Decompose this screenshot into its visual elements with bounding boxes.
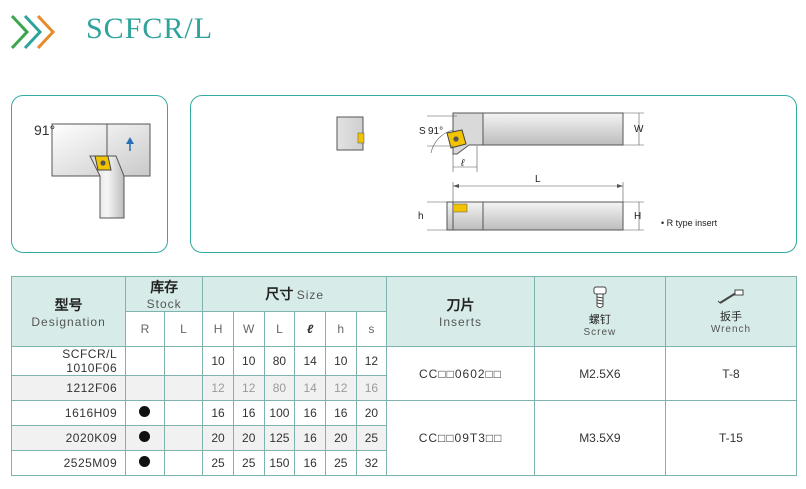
size-cell: 80 xyxy=(263,375,296,401)
table-row: 1616H09 16 16 100 16 16 20 CC□□09T3□□ M3… xyxy=(10,400,798,476)
size-cell: 16 xyxy=(355,375,388,401)
size-cell: 20 xyxy=(324,425,357,451)
size-cell: 16 xyxy=(294,400,326,426)
in-stock-dot-icon xyxy=(139,431,151,442)
size-cell: 25 xyxy=(232,450,265,476)
size-cell: 16 xyxy=(294,425,326,451)
stock-r-cell xyxy=(125,450,165,476)
size-col-header: h xyxy=(324,311,357,347)
stock-l-header: L xyxy=(163,311,204,347)
designation-header: 型号 Designation xyxy=(10,276,127,347)
dimension-s-label: S xyxy=(419,126,426,137)
insert-cell: CC□□0602□□ xyxy=(386,346,535,401)
stock-l-cell xyxy=(163,400,204,426)
size-cell: 25 xyxy=(324,450,357,476)
size-cell: 10 xyxy=(232,346,265,376)
designation-cell: 1616H09 xyxy=(10,400,127,426)
dimension-l-small-label: ℓ xyxy=(461,158,465,169)
size-cell: 12 xyxy=(324,375,357,401)
size-cell: 16 xyxy=(294,450,326,476)
approach-angle-panel: 91° xyxy=(11,95,168,253)
size-header: 尺寸 Size xyxy=(202,276,388,312)
dimension-drawing xyxy=(336,112,644,231)
stock-l-cell xyxy=(163,450,204,476)
designation-cell: 2525M09 xyxy=(10,450,127,476)
dimension-angle-label: 91° xyxy=(428,126,444,137)
wrench-cell: T-15 xyxy=(664,400,798,476)
size-cell: 20 xyxy=(202,425,234,451)
size-cell: 14 xyxy=(294,346,326,376)
size-cell: 25 xyxy=(355,425,388,451)
stock-r-cell xyxy=(125,425,165,451)
designation-cell: 2020K09 xyxy=(10,425,127,451)
designation-cell: SCFCR/L 1010F06 xyxy=(10,346,127,376)
dimension-drawing-panel: S 91° ℓ W L h H • R type insert xyxy=(190,95,797,253)
size-cell: 10 xyxy=(202,346,234,376)
page-title: SCFCR/L xyxy=(86,12,214,45)
stock-l-cell xyxy=(163,425,204,451)
size-cell: 150 xyxy=(263,450,296,476)
size-cell: 12 xyxy=(355,346,388,376)
stock-l-cell xyxy=(163,375,204,401)
screw-cell: M2.5X6 xyxy=(533,346,666,401)
size-cell: 12 xyxy=(202,375,234,401)
in-stock-dot-icon xyxy=(139,406,151,417)
size-cell: 20 xyxy=(355,400,388,426)
insert-cell: CC□□09T3□□ xyxy=(386,400,535,476)
size-cell: 100 xyxy=(263,400,296,426)
screw-cell: M3.5X9 xyxy=(533,400,666,476)
size-cell: 14 xyxy=(294,375,326,401)
stock-r-cell xyxy=(125,400,165,426)
dimension-h-label: h xyxy=(418,211,424,222)
stock-header: 库存 Stock xyxy=(125,276,204,312)
stock-r-cell xyxy=(125,346,165,376)
size-col-header: H xyxy=(202,311,234,347)
size-cell: 125 xyxy=(263,425,296,451)
size-cell: 32 xyxy=(355,450,388,476)
size-col-header: ℓ xyxy=(294,311,326,347)
in-stock-dot-icon xyxy=(139,456,151,467)
screw-header: 螺钉 Screw xyxy=(533,276,666,347)
approach-angle-label: 91° xyxy=(34,122,56,138)
stock-l-cell xyxy=(163,346,204,376)
size-cell: 16 xyxy=(232,400,265,426)
r-type-note: • R type insert xyxy=(661,218,718,228)
stock-r-cell xyxy=(125,375,165,401)
size-cell: 12 xyxy=(232,375,265,401)
size-cell: 16 xyxy=(202,400,234,426)
chevron-logo-icon xyxy=(10,14,56,50)
inserts-header: 刀片 Inserts xyxy=(386,276,535,347)
size-col-header: W xyxy=(232,311,265,347)
wrench-cell: T-8 xyxy=(664,346,798,401)
wrench-header: 扳手 Wrench xyxy=(664,276,798,347)
table-row: SCFCR/L 1010F06 10 10 80 14 10 12 CC□□06… xyxy=(10,346,798,401)
size-cell: 20 xyxy=(232,425,265,451)
spec-table: 型号 Designation 库存 Stock 尺寸 Size 刀片 Inser… xyxy=(10,276,798,476)
size-cell: 80 xyxy=(263,346,296,376)
size-col-header: L xyxy=(263,311,296,347)
size-cell: 10 xyxy=(324,346,357,376)
size-cell: 16 xyxy=(324,400,357,426)
wrench-icon xyxy=(717,289,744,304)
stock-r-header: R xyxy=(125,311,165,347)
table-row: 2525M09 25 25 150 16 25 32 xyxy=(10,450,797,476)
screw-icon xyxy=(593,286,607,309)
size-cell: 25 xyxy=(202,450,234,476)
dimension-w-label: W xyxy=(634,124,644,135)
dimension-l-label: L xyxy=(535,174,541,185)
designation-cell: 1212F06 xyxy=(10,375,127,401)
size-col-header: s xyxy=(355,311,388,347)
approach-angle-diagram xyxy=(51,123,151,219)
dimension-H-label: H xyxy=(634,211,642,222)
